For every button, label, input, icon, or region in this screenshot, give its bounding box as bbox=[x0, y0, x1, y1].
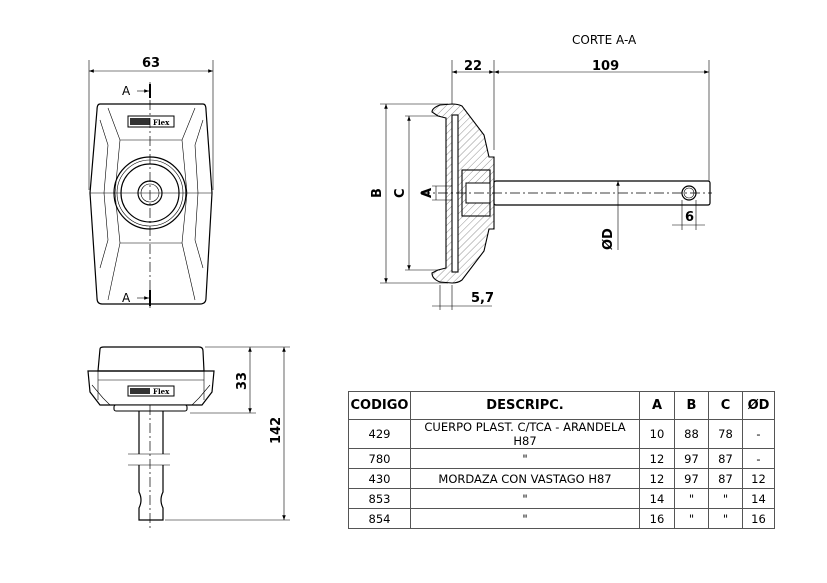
cell: " bbox=[708, 508, 743, 529]
col-codigo: CODIGO bbox=[348, 391, 411, 420]
section-view: 22 109 B C A ØD 6 5,7 bbox=[370, 59, 712, 310]
table-header: CODIGO DESCRIPC. A B C ØD bbox=[348, 391, 775, 420]
cell: MORDAZA CON VASTAGO H87 bbox=[410, 468, 640, 489]
dim-C: C bbox=[393, 188, 408, 198]
col-b: B bbox=[674, 391, 709, 420]
col-descripc: DESCRIPC. bbox=[410, 391, 640, 420]
cell: " bbox=[708, 488, 743, 509]
dim-22: 22 bbox=[464, 59, 482, 74]
dim-109: 109 bbox=[592, 59, 619, 74]
dim-6: 6 bbox=[685, 210, 694, 225]
cell: 429 bbox=[348, 419, 411, 449]
dim-63: 63 bbox=[142, 56, 160, 71]
cell: 12 bbox=[742, 468, 775, 489]
dim-33: 33 bbox=[235, 372, 250, 390]
side-view: Flex 33 142 bbox=[87, 346, 290, 530]
cell: 87 bbox=[708, 468, 743, 489]
dim-D: ØD bbox=[601, 228, 616, 250]
cell: - bbox=[742, 419, 775, 449]
table-row: 854"16""16 bbox=[348, 508, 775, 529]
cell: 854 bbox=[348, 508, 411, 529]
cell: 14 bbox=[742, 488, 775, 509]
cell: 78 bbox=[708, 419, 743, 449]
cell: " bbox=[410, 508, 640, 529]
cell: 12 bbox=[639, 468, 675, 489]
cell: 16 bbox=[639, 508, 675, 529]
dim-5-7: 5,7 bbox=[471, 291, 494, 306]
side-logo-text: Flex bbox=[153, 387, 170, 396]
section-mark-top: A bbox=[122, 84, 131, 98]
cell: 97 bbox=[674, 448, 709, 469]
col-a: A bbox=[639, 391, 675, 420]
cell: 10 bbox=[639, 419, 675, 449]
cell: 88 bbox=[674, 419, 709, 449]
cell: " bbox=[674, 508, 709, 529]
cell: 14 bbox=[639, 488, 675, 509]
table-row: 853"14""14 bbox=[348, 488, 775, 509]
col-d: ØD bbox=[742, 391, 775, 420]
cell: " bbox=[410, 488, 640, 509]
cell: CUERPO PLAST. C/TCA - ARANDELA H87 bbox=[410, 419, 640, 449]
cell: - bbox=[742, 448, 775, 469]
cell: " bbox=[410, 448, 640, 469]
col-c: C bbox=[708, 391, 743, 420]
cell: 97 bbox=[674, 468, 709, 489]
cell: 780 bbox=[348, 448, 411, 469]
cell: 853 bbox=[348, 488, 411, 509]
cell: 16 bbox=[742, 508, 775, 529]
cell: 87 bbox=[708, 448, 743, 469]
cell: 12 bbox=[639, 448, 675, 469]
logo-text: Flex bbox=[153, 118, 170, 127]
dim-B: B bbox=[370, 188, 385, 198]
front-view: 63 Flex A A bbox=[88, 56, 214, 310]
cell: 430 bbox=[348, 468, 411, 489]
dim-A: A bbox=[420, 188, 435, 198]
cell: " bbox=[674, 488, 709, 509]
section-title: CORTE A-A bbox=[572, 33, 637, 47]
section-mark-bottom: A bbox=[122, 291, 131, 305]
dim-142: 142 bbox=[269, 417, 284, 444]
